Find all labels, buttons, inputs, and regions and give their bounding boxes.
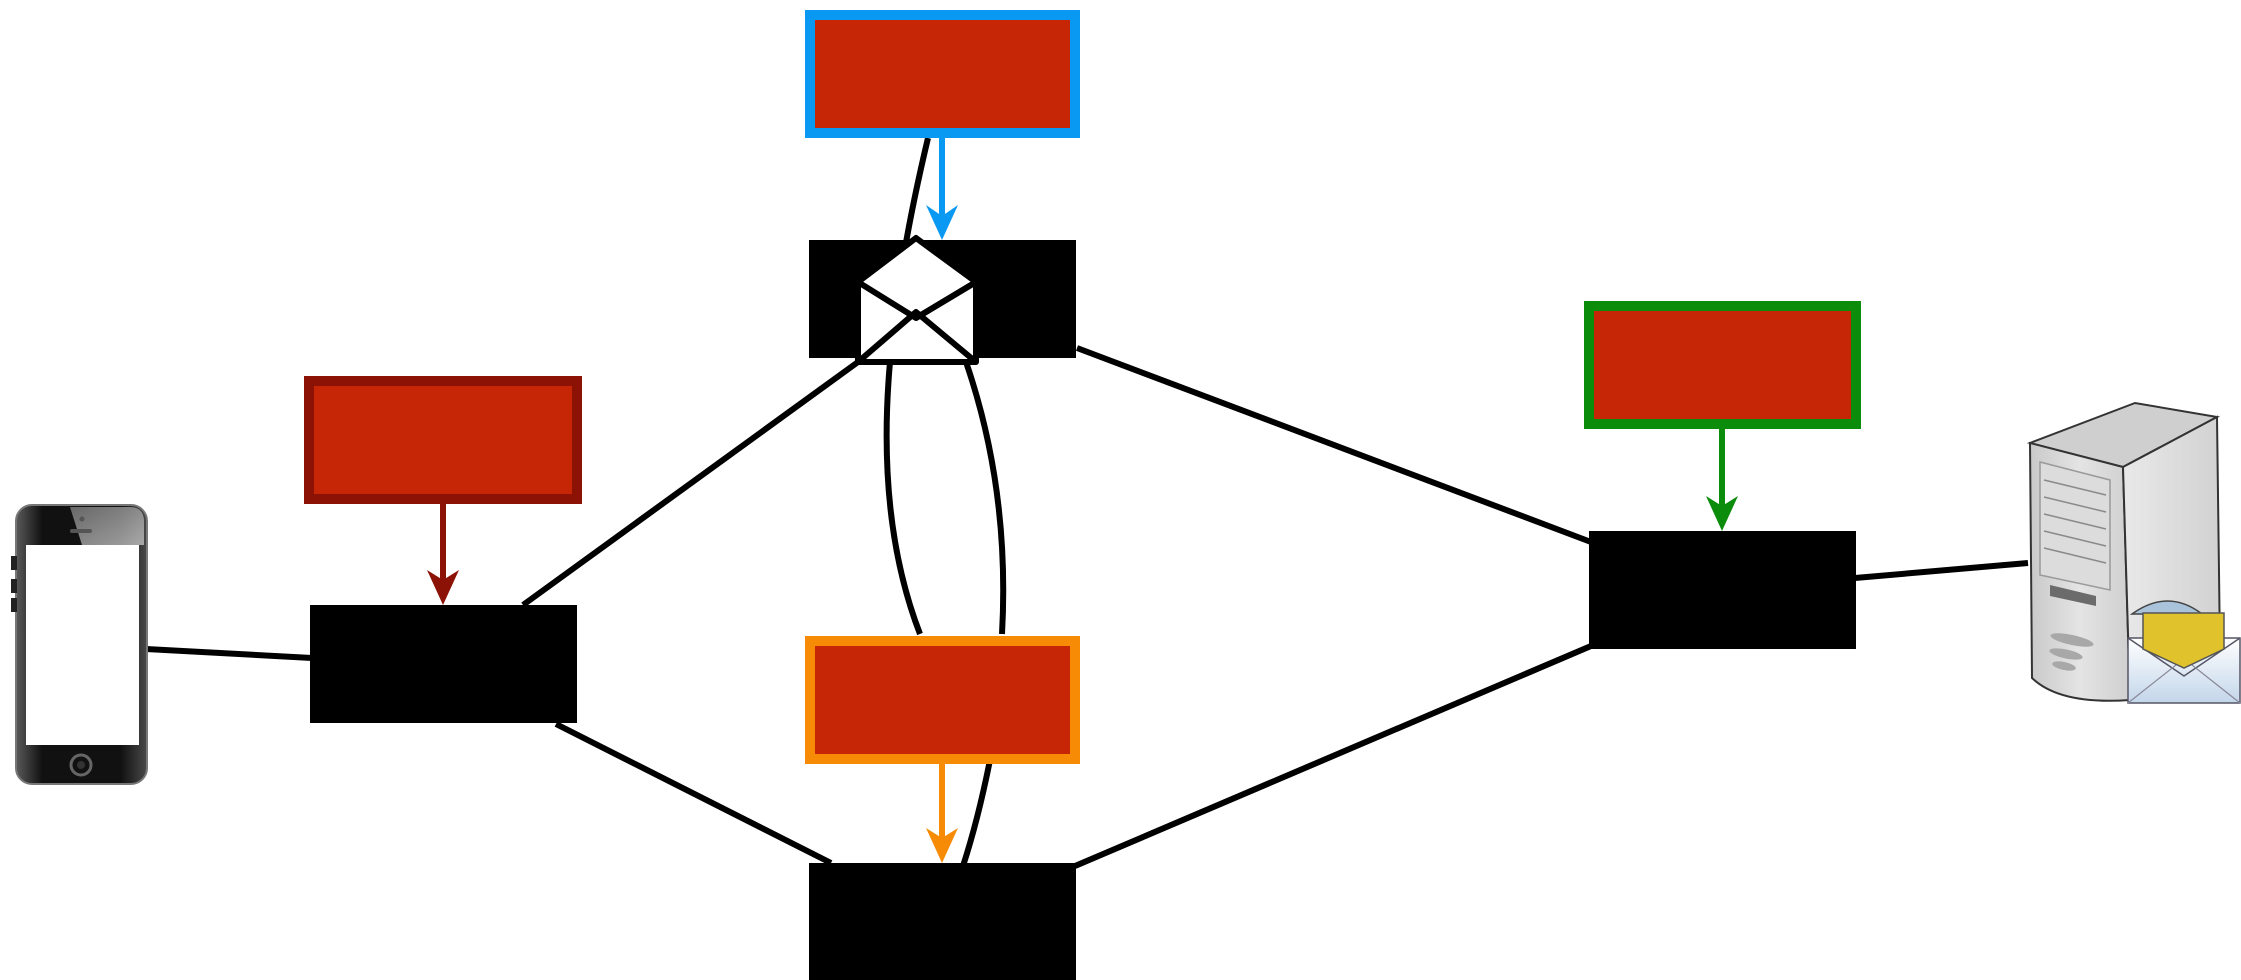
label-box-middle[interactable]	[805, 636, 1080, 764]
link-phone-left	[145, 646, 313, 661]
link-left-top	[521, 359, 860, 608]
link-top-bottom-arc-left	[883, 361, 923, 636]
node-right[interactable]	[1589, 531, 1856, 649]
link-left-bottom	[554, 721, 833, 866]
label-box-right[interactable]	[1584, 301, 1861, 429]
link-bottom-right	[1073, 643, 1593, 869]
label-box-top[interactable]	[805, 10, 1080, 138]
node-left[interactable]	[310, 605, 577, 723]
arrow-top-box-to-top-node	[926, 138, 958, 240]
mail-envelope-icon	[2127, 600, 2241, 704]
arrow-middle-box-to-bottom-node	[926, 764, 958, 863]
link-middlebox-bottom	[960, 759, 993, 867]
arrow-left-box-to-left-node	[427, 504, 459, 605]
envelope-icon	[855, 235, 979, 365]
node-bottom[interactable]	[809, 863, 1076, 980]
arrow-right-box-to-right-node	[1706, 429, 1738, 531]
smartphone-icon	[11, 504, 148, 785]
label-box-left[interactable]	[304, 376, 582, 504]
link-top-bottom-arc-right	[963, 361, 1007, 635]
links	[145, 137, 2029, 869]
link-top-right	[1075, 345, 1593, 545]
link-right-server	[1854, 560, 2029, 581]
